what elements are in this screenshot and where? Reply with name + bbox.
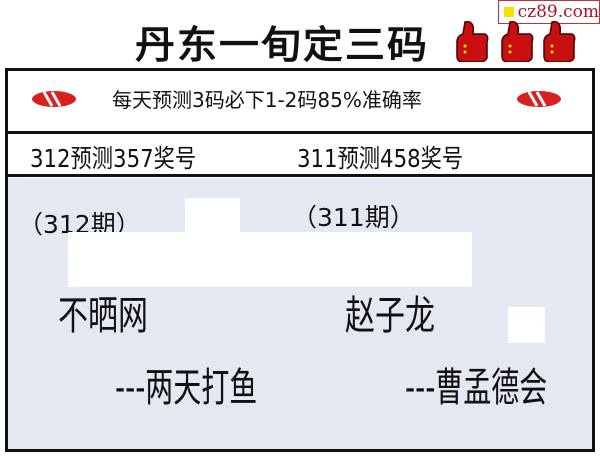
yellow-square-icon <box>504 7 514 17</box>
riddle-311: 赵子龙 <box>345 293 435 339</box>
slogan: 每天预测3码必下1-2码85%准确率 <box>112 88 422 112</box>
divider <box>5 174 595 177</box>
answer-311: ---曹孟德会 <box>405 365 548 411</box>
page-title: 丹东一旬定三码 <box>135 23 430 67</box>
redaction-block <box>68 232 472 287</box>
redaction-block <box>508 307 545 343</box>
riddle-panel <box>8 178 592 450</box>
period-311: （311期） <box>292 203 415 232</box>
result-311: 311预测458奖号 <box>297 144 464 173</box>
thumbs-up-icon <box>456 21 489 62</box>
result-312: 312预测357奖号 <box>30 144 197 173</box>
main-frame <box>5 68 595 452</box>
riddle-312: 不晒网 <box>58 293 148 339</box>
redaction-block <box>185 198 240 234</box>
lottery-logo-icon <box>32 91 76 107</box>
divider <box>5 131 595 134</box>
site-watermark: cz89.com <box>498 0 600 24</box>
thumbs-up-icon <box>543 21 576 62</box>
thumbs-up-icon <box>501 21 534 62</box>
watermark-text: cz89.com <box>517 2 599 22</box>
answer-312: ---两天打鱼 <box>115 365 258 411</box>
lottery-logo-icon <box>517 91 561 107</box>
